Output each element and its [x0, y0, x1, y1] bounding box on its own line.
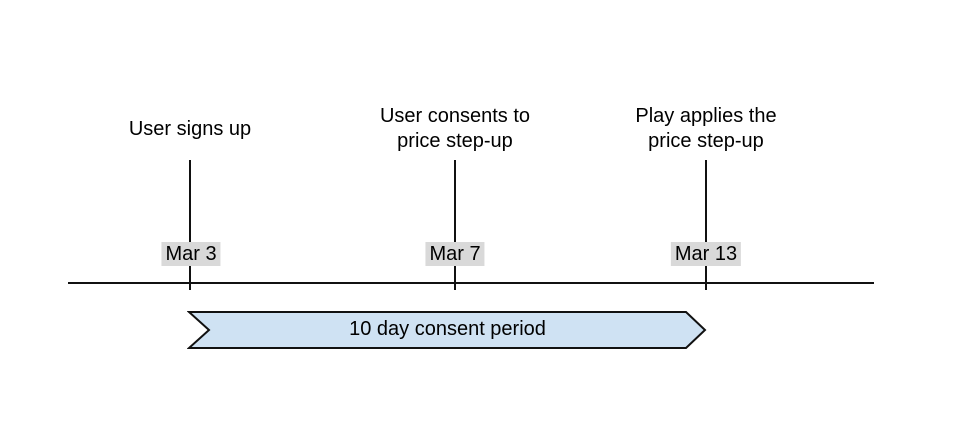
event-label-user-consents: User consents to price step-up: [379, 105, 531, 152]
consent-period-arrow: [187, 311, 707, 349]
event-label-user-signs-up: User signs up: [128, 117, 252, 140]
event-date-badge: Mar 7: [425, 242, 485, 266]
consent-period-label: 10 day consent period: [349, 317, 546, 340]
event-date-badge: Mar 13: [670, 242, 742, 266]
event-label-play-applies: Play applies the price step-up: [635, 105, 777, 152]
timeline-axis: [68, 282, 874, 284]
event-date-badge: Mar 3: [161, 242, 221, 266]
event-connector-line: [454, 160, 456, 290]
event-connector-line: [705, 160, 707, 290]
chevron-banner-shape: [187, 311, 707, 349]
event-connector-line: [189, 160, 191, 290]
